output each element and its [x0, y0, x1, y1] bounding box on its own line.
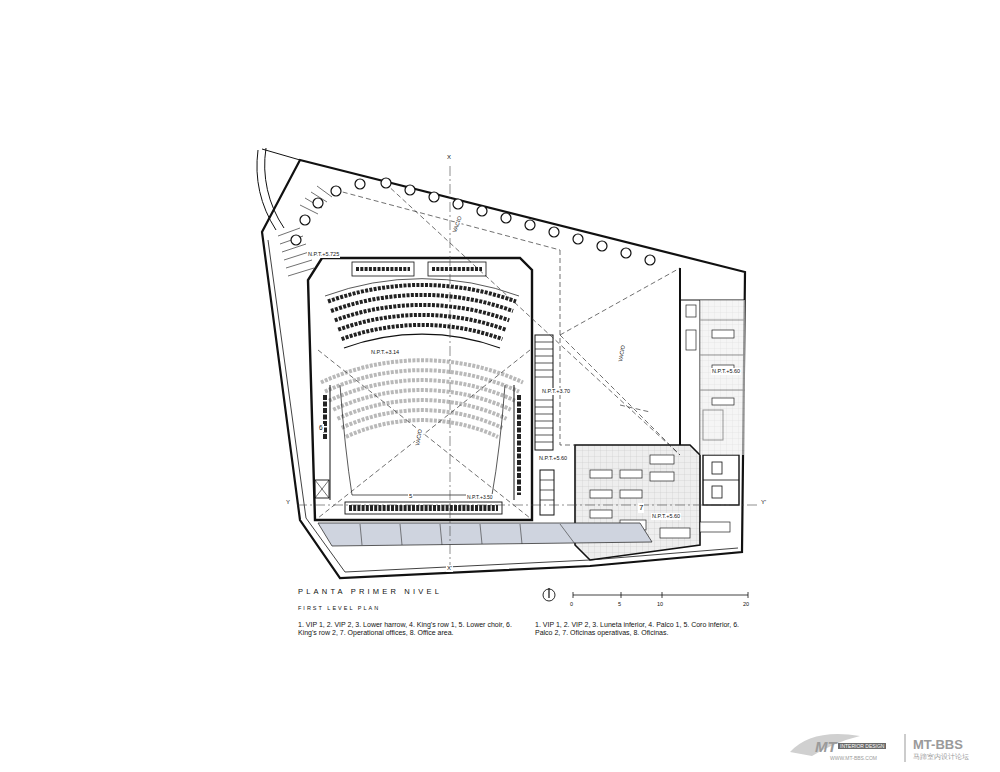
plan-title: PLANTA PRIMER NIVEL [298, 587, 442, 596]
axis-label: X [446, 154, 452, 161]
room-number: 7 [638, 503, 644, 513]
office-furniture [590, 305, 734, 538]
axis-label: X' [446, 565, 453, 572]
room-number: 6 [318, 424, 324, 432]
lamp-symbol [291, 178, 655, 265]
building-shell [257, 148, 745, 578]
walkway-band [318, 523, 652, 546]
level-mark: N.P.T.+5.725 [307, 251, 340, 258]
level-mark: N.P.T.+3.50 [466, 494, 494, 500]
scale-number: 0 [570, 601, 573, 608]
plan-caption: FIRST LEVEL PLAN [298, 605, 380, 612]
watermark-logo [790, 734, 905, 762]
void-label: VACIO [451, 214, 464, 234]
void-label: VACIO [414, 428, 424, 448]
watermark: MT-BBS [913, 737, 963, 753]
legend-note: 1. VIP 1, 2. VIP 2, 3. Luneta inferior, … [535, 621, 755, 638]
watermark: MT [815, 738, 837, 756]
scale-number: 5 [618, 601, 621, 608]
scale-bar [543, 588, 748, 601]
level-mark: N.P.T.+5.60 [711, 368, 741, 375]
scale-number: 10 [657, 601, 663, 608]
level-mark: N.P.T.+5.60 [651, 513, 681, 520]
scale-number: 20 [743, 601, 749, 608]
axis-label: Y' [760, 499, 767, 506]
void-label: VACIO [617, 344, 627, 364]
auditorium [308, 258, 532, 520]
watermark: INTERIOR DESIGN [838, 743, 886, 749]
level-mark: N.P.T.+3.14 [370, 349, 400, 356]
void-lines [318, 183, 680, 518]
grid-axis [297, 166, 758, 565]
stair [535, 335, 554, 515]
watermark: 马蹄室内设计论坛 [913, 753, 969, 761]
legend-note: 1. VIP 1, 2. VIP 2, 3. Lower harrow, 4. … [298, 621, 513, 638]
axis-label: Y [285, 499, 291, 506]
level-mark: N.P.T.+3.70 [541, 388, 571, 395]
watermark: WWW.MT-BBS.COM [830, 755, 877, 761]
room-number: 5 [408, 493, 413, 500]
level-mark: N.P.T.+5.60 [538, 455, 568, 462]
